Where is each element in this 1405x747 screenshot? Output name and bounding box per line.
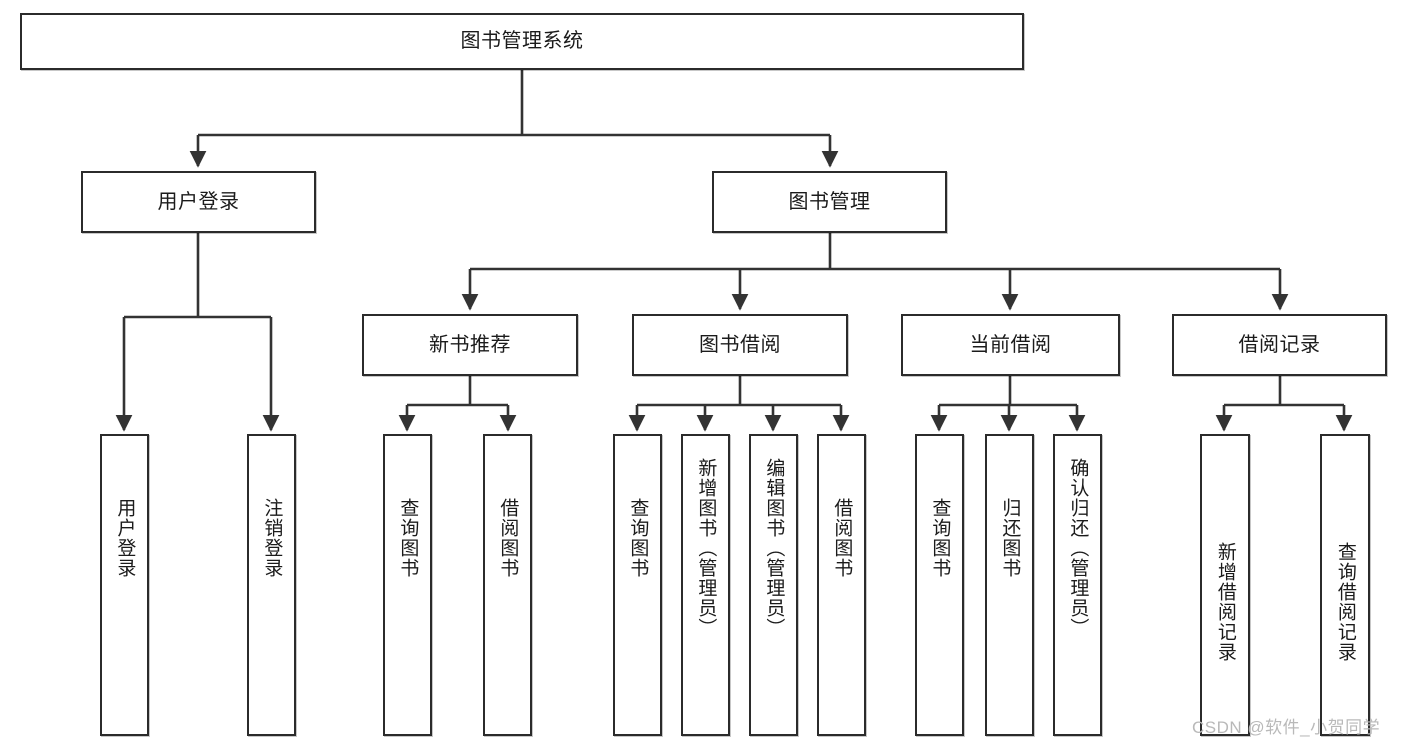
leaf-label: 用户登录 (114, 498, 136, 578)
leaf-label: 查询图书 (397, 498, 419, 578)
leaf-edit-book-admin[interactable]: 编辑图书（管理员） (749, 434, 798, 736)
node-label: 借阅记录 (1238, 333, 1321, 356)
csdn-watermark: CSDN @软件_小贺同学 (1192, 718, 1381, 737)
node-user-login[interactable]: 用户登录 (81, 171, 316, 233)
leaf-label: 新增借阅记录 (1214, 542, 1236, 662)
leaf-query-book-current[interactable]: 查询图书 (915, 434, 964, 736)
leaf-label: 编辑图书（管理员） (763, 458, 785, 638)
node-label: 图书管理 (788, 190, 871, 213)
node-label: 图书管理系统 (460, 30, 584, 53)
node-new-book-recommend[interactable]: 新书推荐 (362, 314, 578, 376)
leaf-borrow-book-recommend[interactable]: 借阅图书 (483, 434, 532, 736)
leaf-label: 归还图书 (999, 498, 1021, 578)
node-book-borrow[interactable]: 图书借阅 (632, 314, 848, 376)
node-borrow-records[interactable]: 借阅记录 (1172, 314, 1387, 376)
node-current-borrow[interactable]: 当前借阅 (901, 314, 1120, 376)
leaf-user-login[interactable]: 用户登录 (100, 434, 149, 736)
node-label: 当前借阅 (969, 333, 1052, 356)
leaf-label: 查询图书 (929, 498, 951, 578)
leaf-return-book[interactable]: 归还图书 (985, 434, 1034, 736)
leaf-label: 借阅图书 (831, 498, 853, 578)
leaf-label: 注销登录 (261, 498, 283, 578)
leaf-confirm-return-admin[interactable]: 确认归还（管理员） (1053, 434, 1102, 736)
leaf-label: 借阅图书 (497, 498, 519, 578)
leaf-add-borrow-record[interactable]: 新增借阅记录 (1200, 434, 1250, 736)
leaf-query-borrow-record[interactable]: 查询借阅记录 (1320, 434, 1370, 736)
leaf-logout-login[interactable]: 注销登录 (247, 434, 296, 736)
leaf-label: 确认归还（管理员） (1067, 458, 1089, 638)
leaf-label: 查询借阅记录 (1334, 542, 1356, 662)
node-label: 新书推荐 (429, 333, 511, 356)
node-label: 用户登录 (157, 190, 240, 213)
leaf-add-book-admin[interactable]: 新增图书（管理员） (681, 434, 730, 736)
leaf-query-book-recommend[interactable]: 查询图书 (383, 434, 432, 736)
node-book-management[interactable]: 图书管理 (712, 171, 947, 233)
node-label: 图书借阅 (699, 333, 781, 356)
leaf-label: 查询图书 (627, 498, 649, 578)
node-root-system[interactable]: 图书管理系统 (20, 13, 1024, 70)
leaf-borrow-book[interactable]: 借阅图书 (817, 434, 866, 736)
leaf-label: 新增图书（管理员） (695, 458, 717, 638)
leaf-query-book-borrow[interactable]: 查询图书 (613, 434, 662, 736)
